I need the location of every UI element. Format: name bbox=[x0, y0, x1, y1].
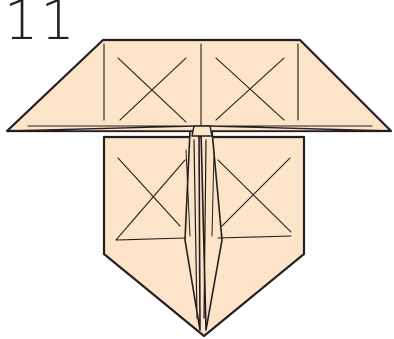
top-wing-panel bbox=[7, 40, 391, 131]
center-tab bbox=[192, 126, 212, 136]
